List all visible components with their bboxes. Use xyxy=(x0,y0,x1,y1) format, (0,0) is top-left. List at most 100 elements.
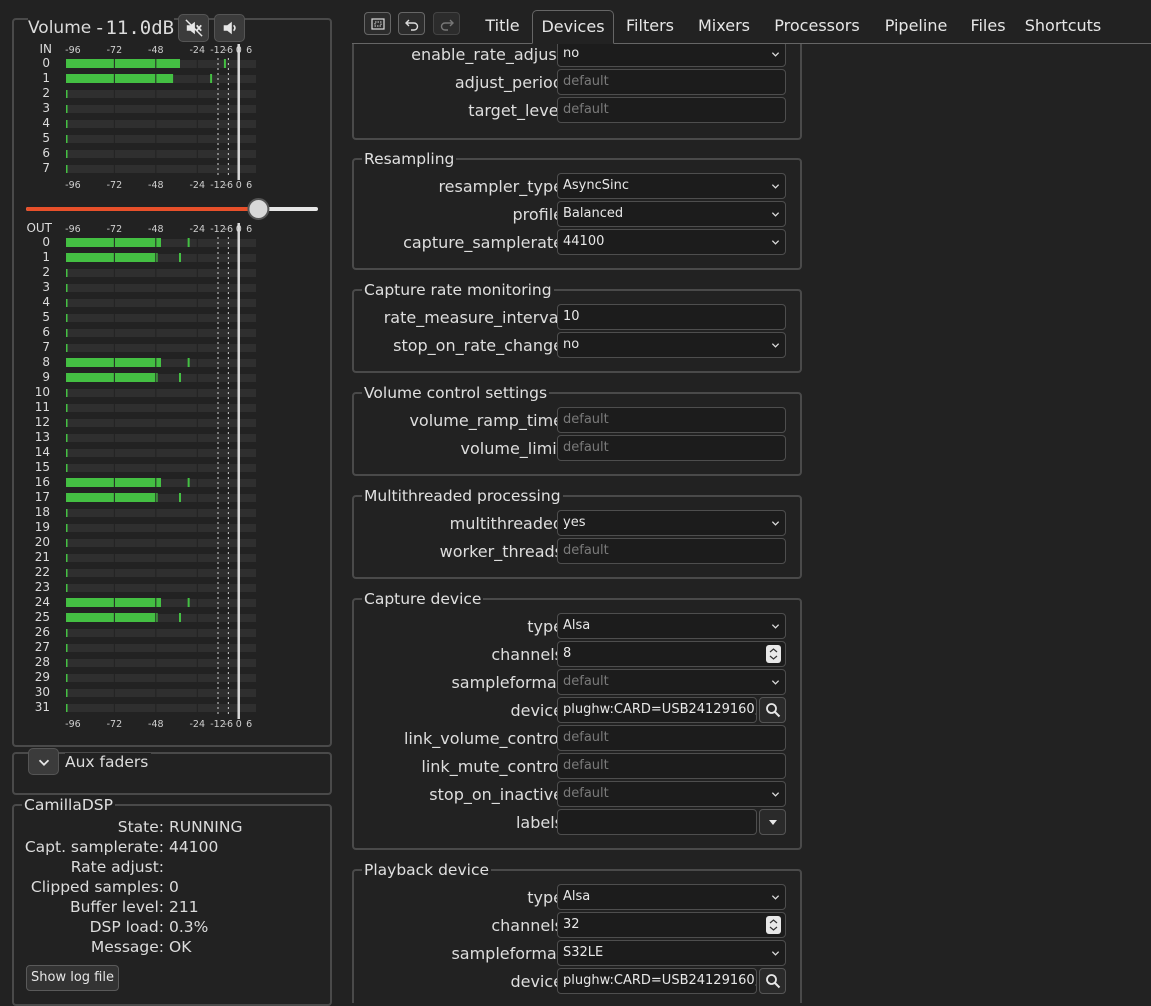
sampleformat-select[interactable]: S32LE xyxy=(557,940,786,966)
meter-floor-mark xyxy=(66,659,68,667)
meter-track xyxy=(66,120,256,128)
channel-label: 14 xyxy=(35,445,50,459)
meter-track xyxy=(66,464,256,472)
tab-title[interactable]: Title xyxy=(485,16,520,35)
browse-device-button[interactable] xyxy=(759,697,786,723)
chevron-down-icon xyxy=(771,184,780,189)
type-select[interactable]: Alsa xyxy=(557,884,786,910)
mute-button[interactable] xyxy=(178,14,209,42)
volume-slider-knob[interactable] xyxy=(247,198,270,220)
tab-processors[interactable]: Processors xyxy=(774,16,860,35)
stop-on-rate-change-select[interactable]: no xyxy=(557,332,786,358)
device-input[interactable]: plughw:CARD=USB24129160,DI xyxy=(557,968,757,994)
profile-select[interactable]: Balanced xyxy=(557,201,786,227)
status-key: State: xyxy=(117,818,164,836)
channels-stepper[interactable]: 32 xyxy=(557,912,786,938)
tab-filters[interactable]: Filters xyxy=(626,16,674,35)
tab-shortcuts[interactable]: Shortcuts xyxy=(1024,16,1102,35)
type-select[interactable]: Alsa xyxy=(557,613,786,639)
scale-tick-label: 0 xyxy=(236,719,242,730)
field-value: default xyxy=(563,758,609,773)
scale-tick-label: 6 xyxy=(246,224,252,235)
channel-label: 21 xyxy=(35,550,50,564)
target-level-input[interactable]: default xyxy=(557,97,786,123)
field-value: no xyxy=(563,46,580,61)
aux-toggle-button[interactable] xyxy=(28,748,59,775)
adjust-period-input[interactable]: default xyxy=(557,69,786,95)
capture-samplerate-select[interactable]: 44100 xyxy=(557,229,786,255)
meter-track xyxy=(66,524,256,532)
fullscreen-button[interactable] xyxy=(364,12,391,35)
meter-track xyxy=(66,674,256,682)
undo-button[interactable] xyxy=(398,12,425,35)
meter-floor-mark xyxy=(66,269,68,277)
resampler-type-select[interactable]: AsyncSinc xyxy=(557,173,786,199)
channel-label: 12 xyxy=(35,415,50,429)
browse-device-button[interactable] xyxy=(759,968,786,994)
field-value: AsyncSinc xyxy=(563,178,629,193)
enable-rate-adjust-select[interactable]: no xyxy=(557,44,786,67)
show-log-button[interactable]: Show log file xyxy=(26,965,119,991)
link-volume-control-input[interactable]: default xyxy=(557,725,786,751)
volume-limit-input[interactable]: default xyxy=(557,435,786,461)
channel-label: 4 xyxy=(42,295,50,309)
labels-input[interactable] xyxy=(557,809,757,835)
scale-tick-label: -72 xyxy=(107,180,123,191)
meter-track xyxy=(66,449,256,457)
device-input[interactable]: plughw:CARD=USB24129160,DI xyxy=(557,697,757,723)
number-spinner[interactable] xyxy=(766,916,781,934)
aux-faders-panel xyxy=(12,752,332,795)
status-key: Rate adjust: xyxy=(70,858,164,876)
tab-pipeline[interactable]: Pipeline xyxy=(884,16,948,35)
field-label: volume_limit xyxy=(460,439,563,458)
redo-button[interactable] xyxy=(433,12,460,35)
field-value: plughw:CARD=USB24129160,DI xyxy=(563,702,757,717)
channels-stepper[interactable]: 8 xyxy=(557,641,786,667)
field-value: S32LE xyxy=(563,945,604,960)
rate-monitoring-section: Capture rate monitoring xyxy=(352,281,802,373)
worker-threads-input[interactable]: default xyxy=(557,538,786,564)
status-row: State:RUNNING xyxy=(12,818,330,838)
field-label: type xyxy=(527,617,563,636)
channel-label: 7 xyxy=(42,161,50,175)
number-spinner[interactable] xyxy=(766,645,781,663)
status-value: OK xyxy=(169,938,192,956)
status-value: 0 xyxy=(169,878,179,896)
scale-tick-label: -6 xyxy=(224,719,233,730)
chevron-down-icon xyxy=(771,212,780,217)
channel-label: 3 xyxy=(42,280,50,294)
meter-peak-mark xyxy=(223,59,226,68)
field-value: default xyxy=(563,440,609,455)
volume-button[interactable] xyxy=(214,14,245,42)
capture-labels-row: labels xyxy=(352,809,812,837)
sampleformat-select[interactable]: default xyxy=(557,669,786,695)
link-mute-control-input[interactable]: default xyxy=(557,753,786,779)
field-label: capture_samplerate xyxy=(403,233,563,252)
aux-faders-label: Aux faders xyxy=(65,753,152,771)
tab-files[interactable]: Files xyxy=(970,16,1006,35)
meter-track xyxy=(66,165,256,173)
meter-track xyxy=(66,584,256,592)
rate-monitoring-section-title: Capture rate monitoring xyxy=(364,281,552,299)
tab-mixers[interactable]: Mixers xyxy=(698,16,750,35)
field-value: 32 xyxy=(563,917,580,932)
multithreaded-select[interactable]: yes xyxy=(557,510,786,536)
volume-ramp-time-input[interactable]: default xyxy=(557,407,786,433)
meter-track xyxy=(66,419,256,427)
meter-track xyxy=(66,554,256,562)
meter-floor-mark xyxy=(66,644,68,652)
tab-devices[interactable]: Devices xyxy=(532,10,614,44)
channel-label: 22 xyxy=(35,565,50,579)
chevron-down-icon xyxy=(771,343,780,348)
rate-measure-interval-input[interactable]: 10 xyxy=(557,304,786,330)
meter-peak-mark xyxy=(179,493,181,502)
stop-on-inactive-select[interactable]: default xyxy=(557,781,786,807)
scale-tick-label: 6 xyxy=(246,45,252,56)
labels-dropdown-button[interactable] xyxy=(759,809,786,835)
